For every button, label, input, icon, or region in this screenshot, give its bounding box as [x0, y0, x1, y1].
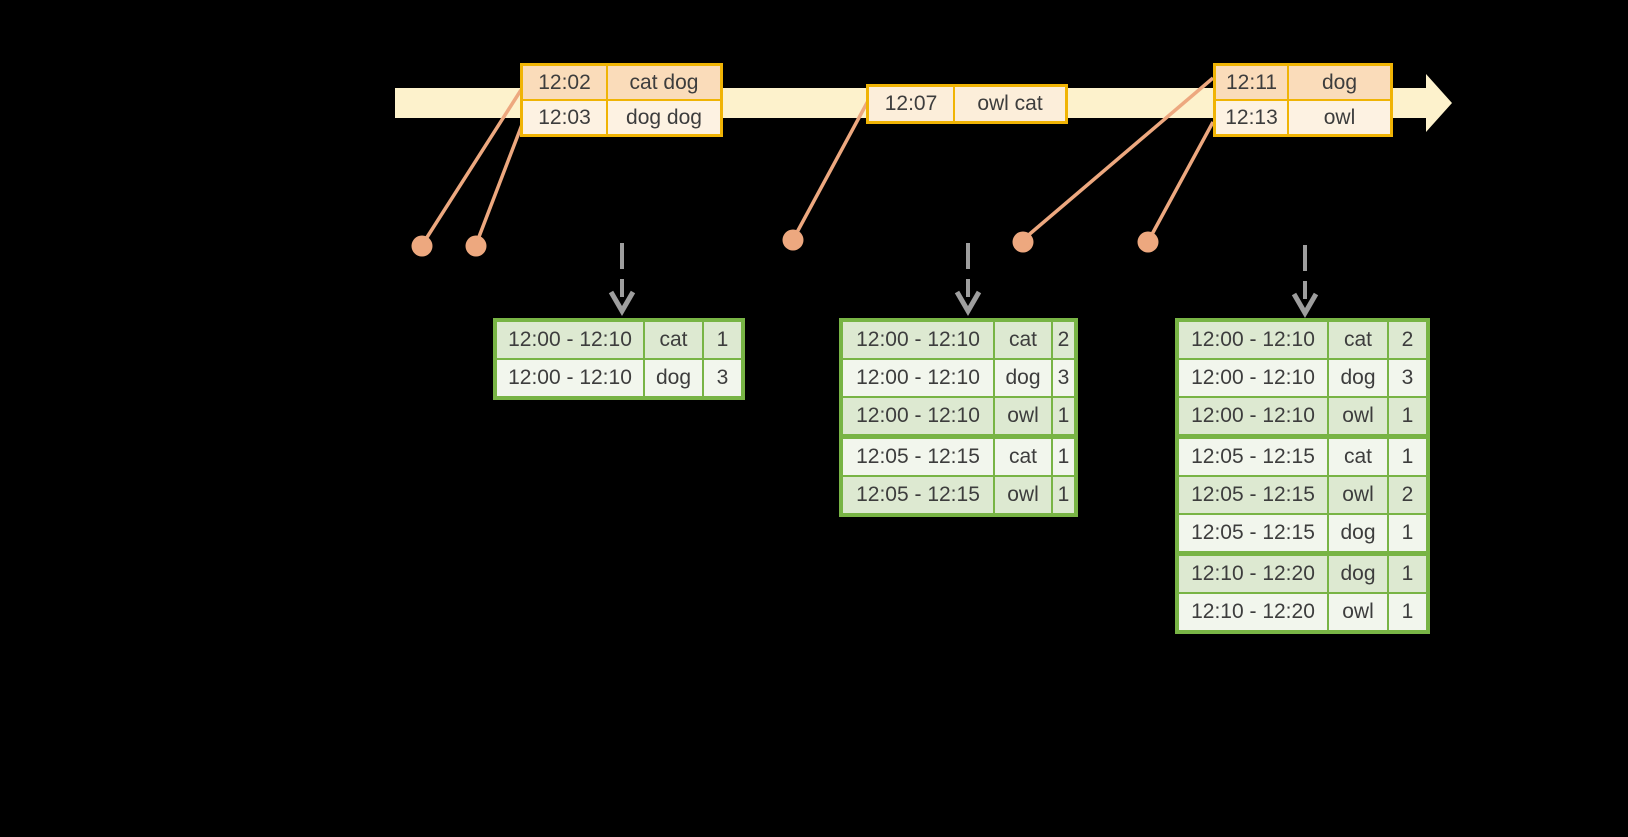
cell-window: 12:05 - 12:15: [840, 475, 995, 516]
cell-event-time: 12:07: [866, 84, 955, 124]
cell-window: 12:00 - 12:10: [840, 319, 995, 360]
event-dot: [782, 229, 804, 251]
cell-word: cat: [643, 319, 704, 360]
table-row: 12:05 - 12:15 cat 1: [1176, 434, 1429, 477]
cell-count: 1: [702, 319, 744, 360]
cell-count: 1: [1387, 551, 1429, 594]
table-row: 12:05 - 12:15 cat 1: [840, 434, 1077, 477]
cell-window: 12:10 - 12:20: [1176, 592, 1329, 633]
cell-window: 12:05 - 12:15: [1176, 434, 1329, 477]
event-connector-line: [422, 89, 523, 243]
cell-word: cat: [1327, 434, 1389, 477]
cell-word: dog: [993, 358, 1053, 398]
cell-count: 1: [1387, 434, 1429, 477]
table-row: 12:05 - 12:15 owl 1: [840, 475, 1077, 516]
down-arrow-icon: [1291, 245, 1319, 318]
cell-word: owl: [993, 475, 1053, 516]
down-arrow-icon: [954, 243, 982, 316]
cell-event-time: 12:13: [1213, 99, 1289, 137]
input-batch-table: 12:02 cat dog 12:03 dog dog: [520, 63, 723, 137]
cell-event-words: dog dog: [606, 99, 723, 137]
table-row: 12:10 - 12:20 owl 1: [1176, 592, 1429, 633]
table-row: 12:00 - 12:10 cat 2: [840, 319, 1077, 360]
cell-window: 12:00 - 12:10: [1176, 358, 1329, 398]
cell-window: 12:05 - 12:15: [840, 434, 995, 477]
event-dot: [1137, 231, 1159, 253]
event-connector-line: [475, 121, 525, 243]
cell-count: 2: [1051, 319, 1077, 360]
cell-event-time: 12:11: [1213, 63, 1289, 101]
cell-count: 1: [1387, 513, 1429, 555]
cell-event-words: owl: [1287, 99, 1393, 137]
cell-event-words: cat dog: [606, 63, 723, 101]
cell-word: owl: [1327, 592, 1389, 633]
table-row: 12:10 - 12:20 dog 1: [1176, 551, 1429, 594]
down-arrow-icon: [608, 243, 636, 316]
event-connector-line: [1148, 121, 1215, 239]
cell-count: 2: [1387, 319, 1429, 360]
cell-event-time: 12:02: [520, 63, 608, 101]
cell-window: 12:10 - 12:20: [1176, 551, 1329, 594]
cell-count: 1: [1051, 396, 1077, 438]
cell-word: cat: [993, 319, 1053, 360]
result-table: 12:00 - 12:10 cat 2 12:00 - 12:10 dog 3 …: [1175, 318, 1430, 634]
table-row: 12:13 owl: [1213, 99, 1393, 137]
cell-event-words: dog: [1287, 63, 1393, 101]
event-connector-line: [1023, 76, 1215, 240]
cell-window: 12:00 - 12:10: [840, 358, 995, 398]
table-row: 12:05 - 12:15 dog 1: [1176, 513, 1429, 555]
cell-event-words: owl cat: [953, 84, 1068, 124]
cell-count: 1: [1387, 396, 1429, 438]
timeline-arrowhead-icon: [1426, 74, 1452, 132]
event-dot: [465, 235, 487, 257]
cell-window: 12:00 - 12:10: [494, 319, 645, 360]
cell-word: dog: [1327, 358, 1389, 398]
cell-count: 3: [702, 358, 744, 399]
table-row: 12:00 - 12:10 cat 2: [1176, 319, 1429, 360]
event-connector-line: [793, 100, 870, 237]
input-batch-table: 12:11 dog 12:13 owl: [1213, 63, 1393, 137]
cell-count: 1: [1051, 475, 1077, 516]
cell-window: 12:00 - 12:10: [840, 396, 995, 438]
cell-count: 1: [1051, 434, 1077, 477]
table-row: 12:00 - 12:10 owl 1: [840, 396, 1077, 438]
table-row: 12:00 - 12:10 dog 3: [494, 358, 744, 399]
cell-word: owl: [1327, 475, 1389, 515]
table-row: 12:00 - 12:10 owl 1: [1176, 396, 1429, 438]
result-table: 12:00 - 12:10 cat 2 12:00 - 12:10 dog 3 …: [839, 318, 1078, 517]
cell-window: 12:05 - 12:15: [1176, 475, 1329, 515]
cell-word: owl: [1327, 396, 1389, 438]
table-row: 12:00 - 12:10 cat 1: [494, 319, 744, 360]
cell-window: 12:00 - 12:10: [1176, 319, 1329, 360]
table-row: 12:02 cat dog: [520, 63, 723, 101]
cell-count: 2: [1387, 475, 1429, 515]
cell-word: dog: [643, 358, 704, 399]
table-row: 12:03 dog dog: [520, 99, 723, 137]
table-row: 12:05 - 12:15 owl 2: [1176, 475, 1429, 515]
cell-event-time: 12:03: [520, 99, 608, 137]
table-row: 12:00 - 12:10 dog 3: [1176, 358, 1429, 398]
cell-count: 1: [1387, 592, 1429, 633]
table-row: 12:07 owl cat: [866, 84, 1068, 124]
cell-word: cat: [1327, 319, 1389, 360]
result-table: 12:00 - 12:10 cat 1 12:00 - 12:10 dog 3: [493, 318, 745, 400]
table-row: 12:00 - 12:10 dog 3: [840, 358, 1077, 398]
cell-window: 12:05 - 12:15: [1176, 513, 1329, 555]
table-row: 12:11 dog: [1213, 63, 1393, 101]
event-dot: [411, 235, 433, 257]
cell-word: dog: [1327, 551, 1389, 594]
cell-window: 12:00 - 12:10: [1176, 396, 1329, 438]
cell-count: 3: [1387, 358, 1429, 398]
input-batch-table: 12:07 owl cat: [866, 84, 1068, 124]
cell-word: dog: [1327, 513, 1389, 555]
event-dot: [1012, 231, 1034, 253]
cell-word: cat: [993, 434, 1053, 477]
cell-count: 3: [1051, 358, 1077, 398]
cell-word: owl: [993, 396, 1053, 438]
cell-window: 12:00 - 12:10: [494, 358, 645, 399]
